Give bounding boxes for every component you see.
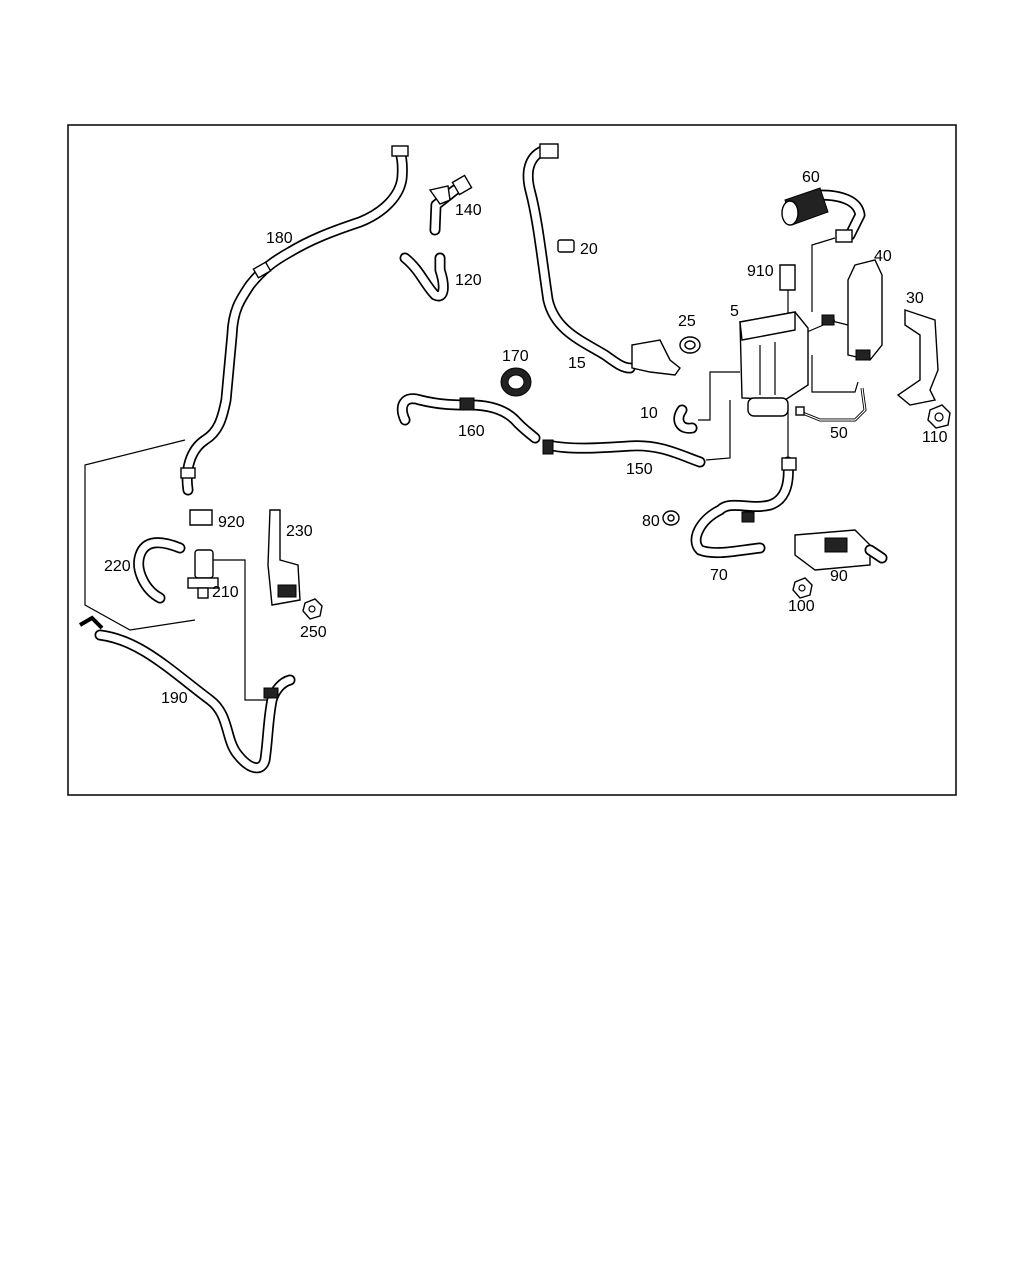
grommet-25: [679, 336, 701, 354]
label-910: 910: [747, 263, 774, 280]
label-25: 25: [678, 313, 696, 330]
label-190: 190: [161, 690, 188, 707]
connector-920: [189, 509, 213, 526]
hose-15: [522, 143, 681, 376]
label-120: 120: [455, 272, 482, 289]
pump-90: [794, 529, 888, 571]
label-30: 30: [906, 290, 924, 307]
label-180: 180: [266, 230, 293, 247]
label-140: 140: [455, 202, 482, 219]
nut-250: [302, 598, 323, 620]
label-40: 40: [874, 248, 892, 265]
washer-80: [662, 510, 680, 526]
hose-120: [399, 252, 449, 302]
nut-100: [792, 577, 813, 599]
part-labels: 5 10 15 20 25 30 40 50 60 70 80 90 100 1…: [104, 169, 948, 707]
heater-unit-5: [739, 311, 809, 417]
label-110: 110: [922, 429, 948, 446]
intake-60: [781, 187, 866, 243]
label-90: 90: [830, 568, 848, 585]
bracket-30: [896, 309, 939, 406]
label-5: 5: [730, 303, 739, 320]
label-70: 70: [710, 567, 728, 584]
hose-190: [78, 615, 296, 774]
label-160: 160: [458, 423, 485, 440]
hose-180: [180, 145, 409, 496]
bracket-40: [821, 259, 883, 361]
diagram-frame: [67, 124, 957, 796]
valve-210: [133, 537, 219, 604]
sensor-line-50: [795, 387, 867, 422]
label-10: 10: [640, 405, 658, 422]
hose-70: [690, 456, 797, 559]
elbow-10: [673, 404, 698, 434]
label-60: 60: [802, 169, 820, 186]
label-210: 210: [212, 584, 239, 601]
hose-150: [542, 439, 706, 468]
seal-170: [500, 367, 532, 397]
label-250: 250: [300, 624, 327, 641]
connector-910: [779, 264, 796, 291]
label-50: 50: [830, 425, 848, 442]
nut-110: [927, 404, 951, 429]
clip-20: [557, 239, 575, 253]
hose-160: [396, 393, 541, 444]
bracket-230: [267, 509, 301, 606]
label-80: 80: [642, 513, 660, 530]
connector-140: [428, 174, 473, 236]
label-220: 220: [104, 558, 131, 575]
label-170: 170: [502, 348, 529, 365]
label-920: 920: [218, 514, 245, 531]
label-15: 15: [568, 355, 586, 372]
label-20: 20: [580, 241, 598, 258]
label-150: 150: [626, 461, 653, 478]
label-230: 230: [286, 523, 313, 540]
label-100: 100: [788, 598, 815, 615]
